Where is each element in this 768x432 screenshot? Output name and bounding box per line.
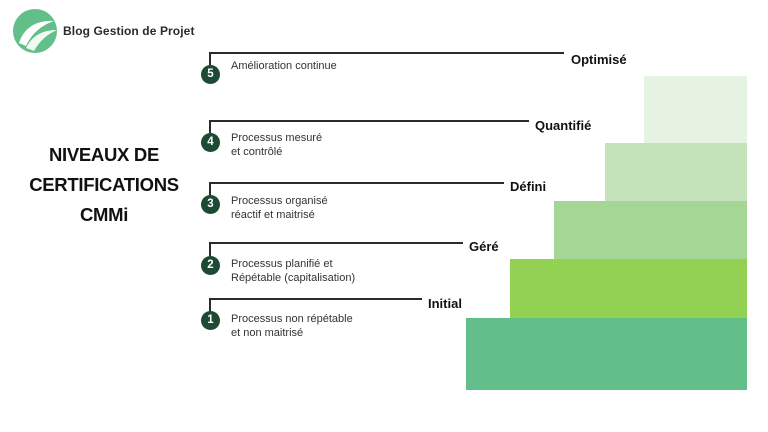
level-2-badge: 2	[201, 256, 220, 275]
connector-stem-3	[209, 182, 211, 195]
level-1-description: Processus non répétable et non maitrisé	[231, 312, 353, 340]
connector-stem-2	[209, 242, 211, 256]
brand-name: Blog Gestion de Projet	[63, 24, 195, 38]
title-line-3: CMMi	[79, 204, 129, 225]
title-line-1: NIVEAUX DE	[48, 144, 160, 165]
level-4-badge: 4	[201, 133, 220, 152]
step-level-5	[644, 76, 747, 143]
connector-line-1	[209, 298, 422, 300]
connector-line-3	[209, 182, 504, 184]
level-4-desc-line-2: et contrôlé	[231, 146, 283, 158]
level-1-desc-line-1: Processus non répétable	[231, 313, 353, 325]
connector-stem-1	[209, 298, 211, 311]
level-2-desc-line-2: Répétable (capitalisation)	[231, 272, 356, 284]
leaf-logo-icon	[13, 9, 57, 53]
level-5-desc-line-1: Amélioration continue	[231, 60, 337, 72]
connector-stem-5	[209, 52, 211, 65]
title-line-2: CERTIFICATIONS	[29, 174, 179, 195]
step-level-1	[466, 318, 747, 390]
level-3-badge: 3	[201, 195, 220, 214]
level-5-description: Amélioration continue	[231, 59, 337, 73]
level-2-desc-line-1: Processus planifié et	[231, 258, 333, 270]
level-1-desc-line-2: et non maitrisé	[231, 327, 304, 339]
brand-header: Blog Gestion de Projet	[12, 8, 195, 54]
connector-line-5	[209, 52, 564, 54]
level-2-description: Processus planifié et Répétable (capital…	[231, 257, 355, 285]
level-1-badge: 1	[201, 311, 220, 330]
step-level-2	[510, 259, 747, 318]
connector-line-2	[209, 242, 463, 244]
level-3-description: Processus organisé réactif et maitrisé	[231, 194, 328, 222]
level-5-badge: 5	[201, 65, 220, 84]
level-2-name: Géré	[469, 239, 499, 254]
level-3-desc-line-1: Processus organisé	[231, 195, 328, 207]
level-4-desc-line-1: Processus mesuré	[231, 132, 323, 144]
level-4-description: Processus mesuré et contrôlé	[231, 131, 322, 159]
step-level-3	[554, 201, 747, 259]
connector-stem-4	[209, 120, 211, 133]
page-title: NIVEAUX DE CERTIFICATIONS CMMi	[18, 140, 190, 230]
level-1-name: Initial	[428, 296, 462, 311]
level-5-name: Optimisé	[571, 52, 627, 67]
step-level-4	[605, 143, 747, 201]
level-3-desc-line-2: réactif et maitrisé	[231, 209, 315, 221]
level-3-name: Défini	[510, 179, 547, 194]
level-4-name: Quantifié	[535, 118, 592, 133]
connector-line-4	[209, 120, 529, 122]
